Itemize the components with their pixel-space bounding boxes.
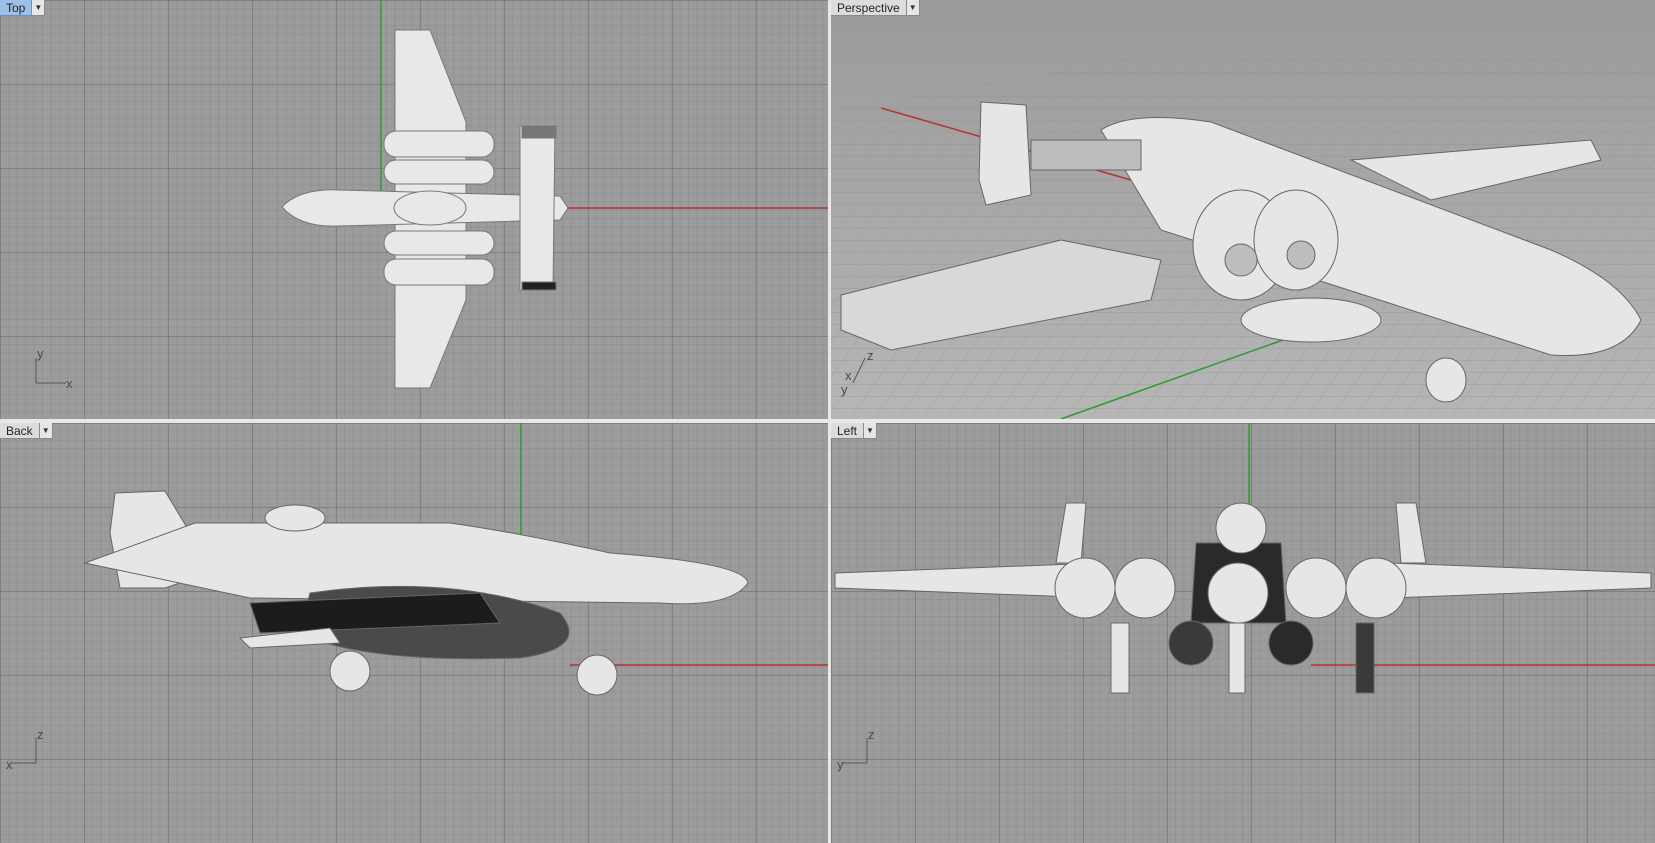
axis-label-y: y xyxy=(37,346,44,361)
aircraft-side-view xyxy=(83,490,749,696)
aircraft-front-view xyxy=(834,502,1652,694)
axis-label-z: z xyxy=(37,727,44,742)
chevron-down-icon[interactable]: ▼ xyxy=(32,0,46,16)
axis-label-y: y xyxy=(837,757,844,772)
axis-label-z: z xyxy=(867,348,874,363)
viewport-name[interactable]: Back xyxy=(0,423,40,439)
axis-gizmo: z y xyxy=(837,727,875,772)
viewport-title-perspective[interactable]: Perspective ▼ xyxy=(831,0,920,16)
viewport-left[interactable]: Left ▼ z y xyxy=(831,423,1655,843)
axis-label-x: x xyxy=(66,376,73,391)
back-view-canvas[interactable]: z x xyxy=(0,423,828,843)
viewport-name[interactable]: Perspective xyxy=(831,0,907,16)
viewport-title-left[interactable]: Left ▼ xyxy=(831,423,878,439)
viewport-name[interactable]: Left xyxy=(831,423,865,439)
viewport-name[interactable]: Top xyxy=(0,0,33,16)
aircraft-perspective-view xyxy=(840,101,1642,403)
axis-label-x: x xyxy=(6,757,13,772)
perspective-view-canvas[interactable]: z x y xyxy=(831,0,1655,419)
chevron-down-icon[interactable]: ▼ xyxy=(39,423,53,439)
axis-label-z: z xyxy=(868,727,875,742)
viewport-divider-horizontal[interactable] xyxy=(0,419,1655,423)
left-view-canvas[interactable]: z y xyxy=(831,423,1655,843)
viewport-back[interactable]: Back ▼ z x xyxy=(0,423,828,843)
top-view-canvas[interactable]: y x xyxy=(0,0,828,419)
chevron-down-icon[interactable]: ▼ xyxy=(906,0,920,16)
viewport-title-top[interactable]: Top ▼ xyxy=(0,0,46,16)
viewport-top[interactable]: Top ▼ y x xyxy=(0,0,828,419)
viewport-perspective[interactable]: Perspective ▼ xyxy=(831,0,1655,419)
viewport-title-back[interactable]: Back ▼ xyxy=(0,423,53,439)
y-axis-line xyxy=(1060,329,1312,419)
aircraft-top-view xyxy=(281,29,569,389)
axis-gizmo: y x xyxy=(35,346,73,391)
axis-label-y: y xyxy=(841,382,848,397)
axis-label-x: x xyxy=(845,368,852,383)
chevron-down-icon[interactable]: ▼ xyxy=(864,423,878,439)
axis-gizmo: z x xyxy=(6,727,44,772)
axis-gizmo: z x y xyxy=(841,348,874,397)
